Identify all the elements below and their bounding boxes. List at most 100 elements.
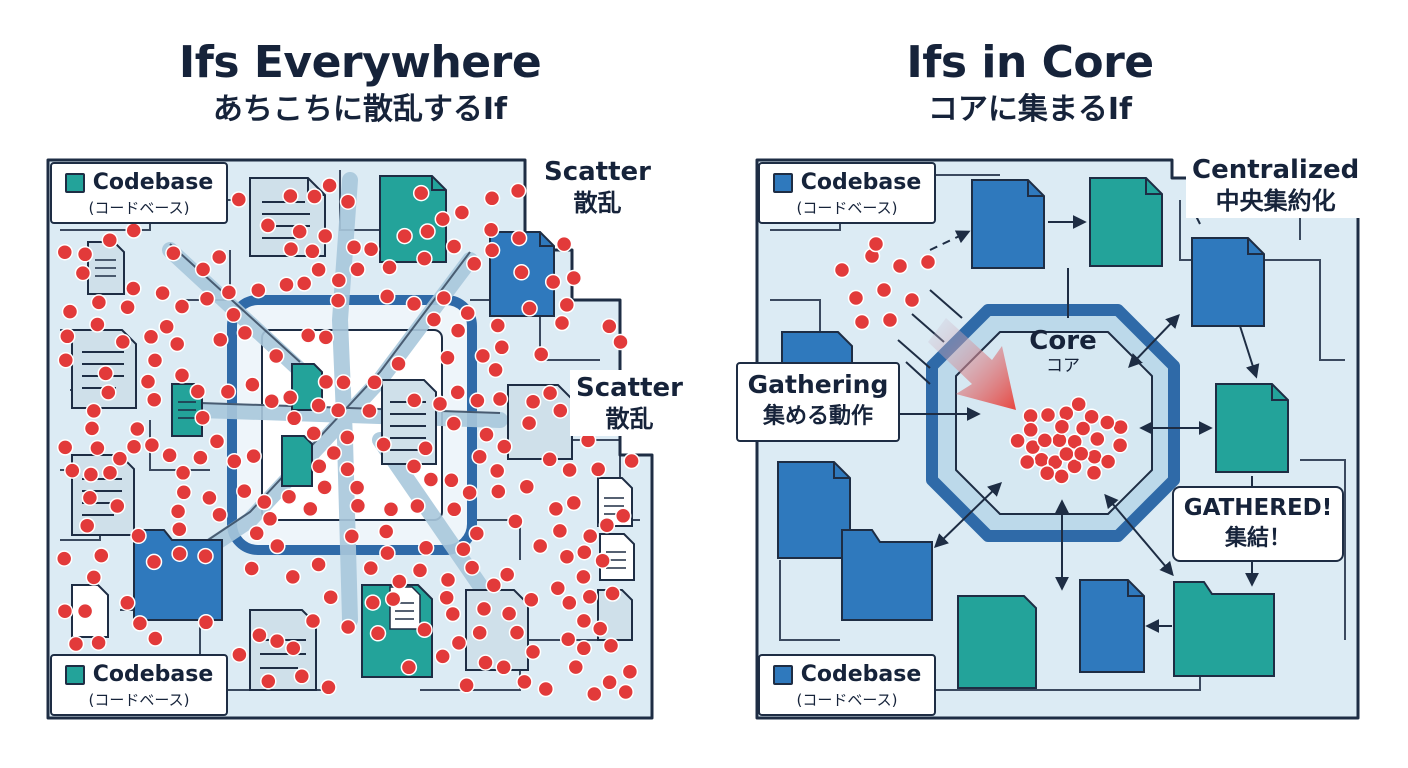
if-dot-icon: [263, 392, 280, 410]
if-dot-icon: [417, 440, 434, 457]
left-title: Ifs Everywhere: [178, 37, 542, 88]
if-dot-icon: [267, 347, 285, 365]
if-dot-icon: [445, 501, 463, 518]
codebase-label: Codebase: [800, 170, 922, 195]
if-dot-icon: [439, 349, 456, 366]
if-dot-icon: [891, 257, 909, 275]
if-dot-icon: [439, 571, 457, 589]
if-dot-icon: [490, 483, 507, 500]
if-dot-icon: [1111, 437, 1129, 454]
if-dot-icon: [520, 414, 538, 432]
if-dot-icon: [154, 284, 171, 302]
if-dot-icon: [90, 634, 107, 651]
if-dot-icon: [339, 193, 357, 210]
if-dot-icon: [109, 497, 126, 515]
if-dot-icon: [293, 668, 311, 685]
gathered-subtext: 集結！: [1224, 526, 1291, 551]
if-dot-icon: [317, 373, 335, 391]
if-dot-icon: [495, 659, 512, 676]
if-dot-icon: [67, 635, 85, 653]
if-dot-icon: [81, 489, 99, 507]
if-dot-icon: [230, 191, 248, 208]
if-dot-icon: [382, 501, 400, 518]
if-dot-icon: [561, 594, 578, 612]
if-dot-icon: [523, 591, 540, 608]
if-dot-icon: [508, 624, 526, 641]
if-dot-icon: [208, 433, 226, 450]
if-dot-icon: [236, 324, 254, 342]
if-dot-icon: [259, 217, 277, 234]
gathering-label: Gathering 集める動作: [736, 362, 900, 442]
right-title-block: Ifs in Core コアに集まるIf: [800, 36, 1260, 130]
if-dot-icon: [93, 547, 110, 564]
if-dot-icon: [114, 333, 132, 351]
if-dot-icon: [434, 648, 451, 665]
if-dot-icon: [553, 314, 571, 332]
if-dot-icon: [507, 513, 524, 530]
gathered-label: GATHERED! 集結！: [1172, 486, 1344, 562]
gathered-text: GATHERED!: [1183, 495, 1333, 521]
if-dot-icon: [278, 276, 295, 293]
if-dot-icon: [623, 452, 640, 470]
if-dot-icon: [335, 374, 352, 391]
if-dot-icon: [225, 306, 242, 324]
if-dot-icon: [325, 444, 343, 462]
folder-icon: [841, 529, 933, 621]
if-dot-icon: [411, 562, 429, 579]
if-dot-icon: [131, 615, 149, 632]
if-dot-icon: [406, 392, 423, 409]
if-dot-icon: [617, 683, 634, 701]
right-codebase-label-bottom: Codebase (コードベース): [758, 654, 936, 716]
if-dot-icon: [78, 517, 96, 534]
if-dot-icon: [83, 420, 101, 437]
if-dot-icon: [438, 589, 455, 606]
if-dot-icon: [282, 187, 299, 205]
if-dot-icon: [375, 436, 392, 453]
if-dot-icon: [82, 466, 100, 483]
if-dot-icon: [320, 679, 337, 696]
if-dot-icon: [59, 328, 76, 345]
if-dot-icon: [612, 333, 629, 351]
left-scatter-label-right: Scatter 散乱: [570, 370, 689, 436]
if-dot-icon: [487, 361, 504, 379]
if-dot-icon: [581, 527, 599, 545]
if-dot-icon: [483, 242, 501, 259]
arrow-icon: [928, 318, 1016, 410]
if-dot-icon: [197, 547, 214, 565]
if-dot-icon: [453, 204, 471, 221]
if-dot-icon: [362, 240, 380, 258]
if-dot-icon: [576, 543, 593, 561]
left-if-dots: [55, 177, 640, 703]
if-dot-icon: [435, 289, 453, 307]
if-dot-icon: [345, 239, 363, 256]
if-dot-icon: [175, 484, 193, 501]
if-dot-icon: [291, 223, 308, 240]
if-dot-icon: [316, 227, 334, 245]
if-dot-icon: [1070, 395, 1087, 413]
codebase-label: Codebase: [92, 170, 214, 195]
if-dot-icon: [194, 409, 211, 426]
if-dot-icon: [443, 472, 460, 489]
document-icon: [1215, 383, 1289, 473]
if-dot-icon: [304, 243, 321, 260]
if-dot-icon: [475, 600, 493, 618]
if-dot-icon: [145, 553, 163, 571]
if-dot-icon: [558, 548, 576, 565]
if-dot-icon: [425, 311, 443, 328]
if-dot-icon: [450, 634, 468, 652]
if-dot-icon: [285, 410, 303, 427]
left-title-block: Ifs Everywhere あちこちに散乱するIf: [90, 36, 630, 130]
if-dot-icon: [1022, 421, 1039, 439]
if-dot-icon: [478, 426, 495, 443]
if-dot-icon: [369, 625, 387, 642]
if-dot-icon: [197, 614, 215, 631]
if-dot-icon: [558, 296, 576, 314]
if-dot-icon: [1066, 458, 1083, 475]
if-dot-icon: [449, 384, 466, 401]
right-subtitle: コアに集まるIf: [927, 92, 1133, 127]
if-dot-icon: [101, 231, 119, 249]
if-dot-icon: [524, 393, 542, 410]
if-dot-icon: [1038, 464, 1056, 482]
if-dot-icon: [306, 188, 323, 205]
if-dot-icon: [445, 415, 463, 432]
